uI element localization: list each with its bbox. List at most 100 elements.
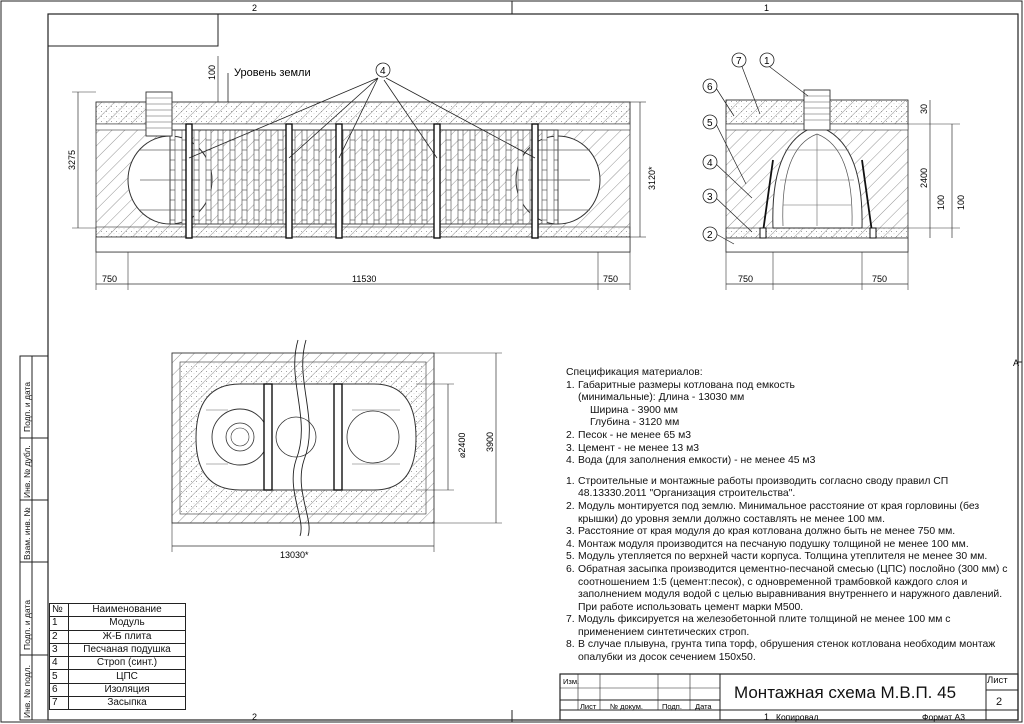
spec-item-line: Цемент - не менее 13 м3 <box>578 442 699 454</box>
spec-item-line: Строительные и монтажные работы производ… <box>578 475 949 487</box>
spec-item: 6.Обратная засыпка производится цементно… <box>566 564 1018 614</box>
spec-item-line: крышки) до уровня земли должно составлят… <box>578 513 885 525</box>
spec-item-line: применением синтетических строп. <box>578 626 750 638</box>
spec-item-line: заполнением модуля водой с целью выравни… <box>578 589 1003 601</box>
spec-item-number: 6. <box>566 563 575 575</box>
spec-item-line: В случае плывуна, грунта типа торф, обру… <box>578 639 996 651</box>
zone-top-left: 2 <box>252 3 257 13</box>
spec-item-line: При работе использовать цемент марки М50… <box>578 601 804 613</box>
spec-item-line: Обратная засыпка производится цементно-п… <box>578 563 1008 575</box>
spec-item-line: соотношением 1:5 (цемент:песок), с однов… <box>578 576 968 588</box>
dim-3120: 3120* <box>647 166 657 190</box>
spec-item: 3.Расстояние от края модуля до края котл… <box>566 526 1018 539</box>
callout-5: 5 <box>707 118 713 129</box>
parts-name-cell: Изоляция <box>68 682 186 698</box>
spec-item-line: 48.13330.2011 "Организация строительства… <box>578 488 796 500</box>
dim-side-30: 30 <box>919 104 929 114</box>
tb-col-list: Лист <box>580 702 597 711</box>
spec-item-line: Модуль фиксируется на железобетонной пли… <box>578 614 951 626</box>
spec-item-line: (минимальные): Длина - 13030 мм <box>578 392 745 404</box>
spec-item-number: 7. <box>566 614 575 626</box>
side-label-5: Инв. № подл. <box>22 665 32 718</box>
tb-col-data: Дата <box>695 702 712 711</box>
spec-item-subline: Глубина - 3120 мм <box>590 417 680 429</box>
parts-name-cell: Ж-Б плита <box>68 629 186 644</box>
callout-7: 7 <box>736 56 742 67</box>
spec-item-number: 1. <box>566 379 575 391</box>
zone-bottom-left: 2 <box>252 712 257 722</box>
parts-name-cell: Строп (синт.) <box>68 656 186 671</box>
title-block-grid <box>559 673 1019 721</box>
parts-num-cell: 6 <box>49 682 69 698</box>
dim-side-100a: 100 <box>936 195 946 210</box>
tb-format: Формат А3 <box>922 712 965 722</box>
specification: Спецификация материалов: 1.Габаритные ра… <box>566 367 1018 665</box>
parts-num-cell: 1 <box>49 616 69 631</box>
spec-item-line: Габаритные размеры котлована под емкость <box>578 379 795 391</box>
spec-item: 3.Цемент - не менее 13 м3 <box>566 443 1018 456</box>
ground-level-label: Уровень земли <box>234 67 311 79</box>
spec-item-number: 2. <box>566 429 575 441</box>
spec-item: 4.Монтаж модуля производится на песчаную… <box>566 539 1018 552</box>
spec-item: 5.Модуль утепляется по верхней части кор… <box>566 551 1018 564</box>
callout-2: 2 <box>707 230 713 241</box>
dim-100-top: 100 <box>207 65 217 80</box>
dim-11530: 11530 <box>352 274 376 284</box>
dim-side-750a: 750 <box>738 274 753 284</box>
callout-4-front: 4 <box>380 66 386 77</box>
parts-name-cell: Засыпка <box>68 696 186 711</box>
callout-4-side: 4 <box>707 158 713 169</box>
spec-item-subline: Ширина - 3900 мм <box>590 404 678 416</box>
spec-materials-list: 1.Габаритные размеры котлована под емкос… <box>566 380 1018 468</box>
parts-header-name: Наименование <box>68 602 186 618</box>
dim-side-100b: 100 <box>956 195 966 210</box>
spec-item-number: 3. <box>566 442 575 454</box>
spec-item-number: 4. <box>566 455 575 467</box>
spec-item: 8.В случае плывуна, грунта типа торф, об… <box>566 639 1018 664</box>
spec-item-line: Вода (для заполнения емкости) - не менее… <box>578 455 816 467</box>
plan-view <box>171 339 502 552</box>
parts-num-cell: 7 <box>49 696 69 711</box>
parts-num-cell: 5 <box>49 669 69 684</box>
dim-plan-13030: 13030* <box>280 550 309 560</box>
spec-item-line: Монтаж модуля производится на песчаную п… <box>578 538 969 550</box>
side-label-2: Инв. № дубл. <box>22 445 32 498</box>
parts-num-cell: 4 <box>49 656 69 671</box>
dim-3275: 3275 <box>67 150 77 170</box>
spec-item-line: Модуль утепляется по верхней части корпу… <box>578 551 988 563</box>
zone-top-right: 1 <box>764 3 769 13</box>
dim-plan-2400: ⌀2400 <box>457 433 467 458</box>
left-stamp-strip <box>19 355 49 721</box>
callout-1: 1 <box>764 56 770 67</box>
spec-item: 1.Габаритные размеры котлована под емкос… <box>566 380 1018 430</box>
spec-item-number: 2. <box>566 500 575 512</box>
spec-item-line: Расстояние от края модуля до края котлов… <box>578 526 956 538</box>
spec-item-line: опалубки из досок сечением 150х50. <box>578 652 756 664</box>
parts-num-cell: 2 <box>49 629 69 644</box>
spec-item-line: Песок - не менее 65 м3 <box>578 429 691 441</box>
zone-right: A <box>1013 358 1019 368</box>
parts-name-cell: Модуль <box>68 616 186 631</box>
side-section <box>715 63 960 290</box>
drawing-title: Монтажная схема М.В.П. 45 <box>734 683 957 702</box>
dim-plan-3900: 3900 <box>485 432 495 452</box>
dim-side-750b: 750 <box>872 274 887 284</box>
spec-item-number: 3. <box>566 526 575 538</box>
parts-name-cell: ЦПС <box>68 669 186 684</box>
dim-750-right: 750 <box>603 274 618 284</box>
spec-item: 1.Строительные и монтажные работы произв… <box>566 476 1018 501</box>
tb-col-podp: Подп. <box>662 702 682 711</box>
parts-header-num: № <box>49 602 69 618</box>
spec-item: 2.Песок - не менее 65 м3 <box>566 430 1018 443</box>
side-label-1: Подп. и дата <box>22 381 32 432</box>
parts-name-cell: Песчаная подушка <box>68 642 186 658</box>
spec-instructions-list: 1.Строительные и монтажные работы произв… <box>566 476 1018 665</box>
